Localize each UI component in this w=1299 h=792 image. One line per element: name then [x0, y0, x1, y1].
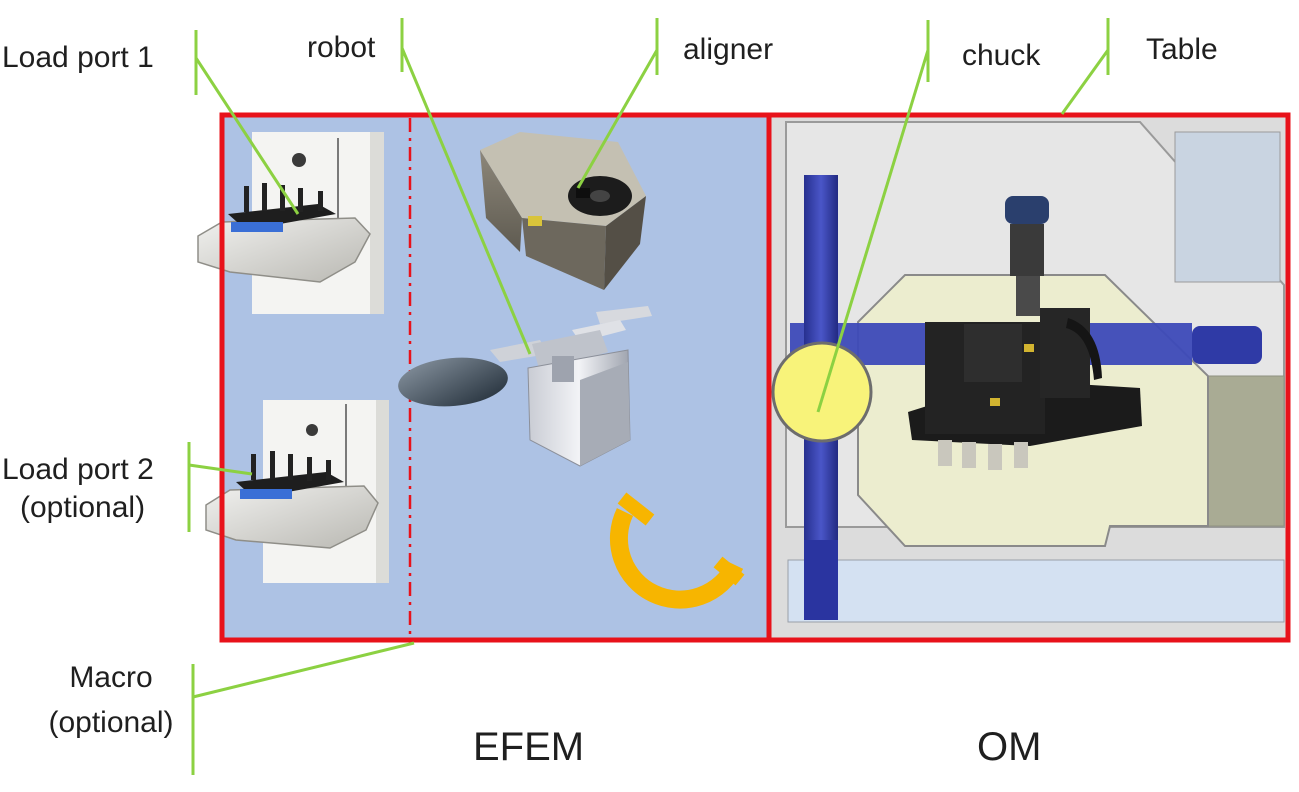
load-port-2-icon — [205, 400, 389, 583]
label-macro-optional: (optional) — [48, 706, 174, 739]
chuck-icon — [771, 341, 873, 443]
label-load-port-2-optional: (optional) — [20, 491, 146, 524]
label-efem: EFEM — [473, 725, 585, 769]
om-frame — [766, 112, 1291, 643]
label-chuck: chuck — [962, 39, 1041, 72]
label-om: OM — [977, 725, 1042, 769]
label-table: Table — [1146, 33, 1218, 66]
robot-arm-icon — [490, 306, 652, 467]
label-load-port-2: Load port 2 — [2, 453, 154, 486]
leader-lines — [187, 18, 1110, 775]
load-port-1-icon — [197, 132, 384, 314]
om-bottom-panel — [787, 559, 1285, 623]
aligner-icon — [480, 132, 646, 290]
label-aligner: aligner — [683, 33, 774, 66]
label-robot: robot — [307, 31, 376, 64]
wafer-icon — [398, 357, 508, 407]
rotation-arrow-icon — [609, 492, 745, 609]
label-load-port-1: Load port 1 — [2, 41, 154, 74]
microscope-icon — [908, 196, 1142, 470]
label-macro: Macro — [69, 661, 153, 694]
